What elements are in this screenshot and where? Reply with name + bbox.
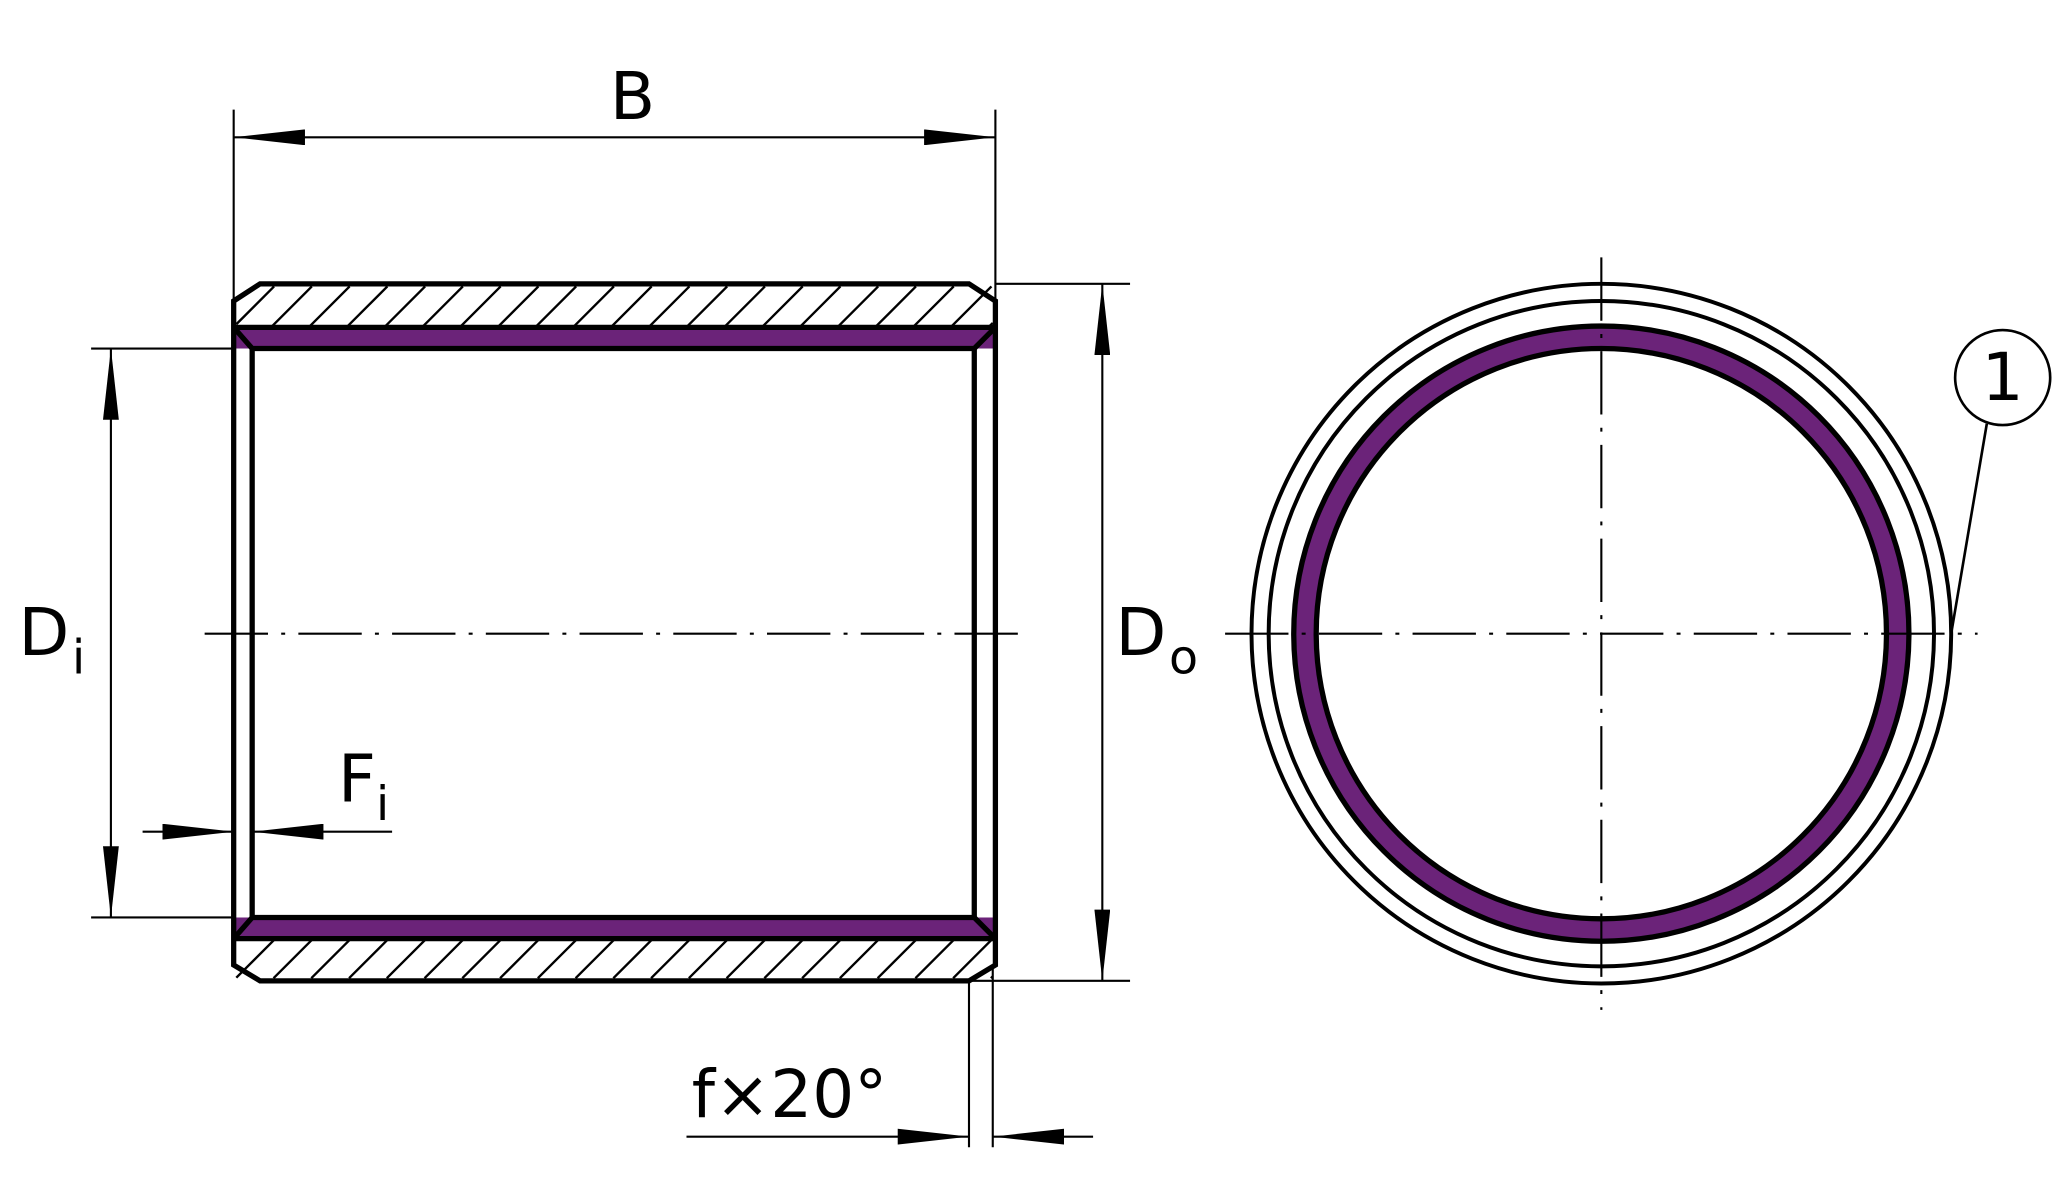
hatch-line	[799, 285, 842, 327]
hatch-line	[762, 285, 804, 327]
bushing-outline	[231, 281, 999, 984]
dimension-Di: Di	[18, 347, 234, 919]
hatch-line	[650, 939, 691, 980]
liner-top	[233, 327, 996, 349]
hatch-line	[385, 939, 426, 980]
label-Fi: Fi	[338, 740, 389, 831]
hatch-line	[686, 285, 728, 327]
liner-bottom-outline	[231, 914, 998, 942]
hatch-line	[422, 285, 464, 327]
front-view: 1	[1225, 257, 2052, 1010]
hatch-line	[346, 285, 389, 327]
label-Di: Di	[18, 594, 85, 685]
hatch-line	[648, 285, 691, 327]
label-B: B	[610, 58, 655, 135]
hatch-line	[310, 939, 351, 980]
callout-circle	[1953, 328, 2052, 427]
dimension-Do: Do	[968, 282, 1199, 982]
hatch-line	[384, 285, 426, 327]
hatch-line	[688, 939, 728, 980]
hatch-line	[876, 939, 917, 980]
hatch-line	[724, 285, 766, 327]
hatch-line	[272, 939, 313, 980]
hatch-line	[725, 939, 766, 980]
hatch-line	[913, 285, 955, 327]
hatch-line	[611, 285, 653, 327]
dimension-f: f×20°	[686, 965, 1094, 1148]
dimension-Fi: Fi	[142, 740, 393, 840]
side-section-view	[204, 281, 1024, 984]
hatch-line	[952, 939, 993, 980]
dimension-B: B	[232, 58, 997, 301]
hatch-line	[535, 285, 577, 327]
hatch-line	[499, 939, 540, 980]
callout-number: 1	[1982, 339, 2024, 416]
liner-bottom	[233, 917, 996, 939]
hatch-line	[612, 939, 653, 980]
hatch-line	[309, 285, 351, 327]
hatch-line	[348, 939, 389, 980]
hatch-line	[914, 939, 955, 980]
hatch-line	[875, 285, 917, 327]
hatch-line	[235, 285, 275, 326]
hatch-line	[801, 939, 842, 980]
label-Do: Do	[1116, 594, 1199, 685]
hatch-line	[763, 939, 804, 980]
callout-leader	[1949, 423, 1989, 634]
liner-top-outline	[231, 324, 998, 352]
hatch-line	[461, 939, 502, 980]
hatch-line	[497, 285, 540, 327]
hatch-pattern	[235, 285, 994, 980]
hatch-line	[460, 285, 502, 327]
hatch-line	[574, 939, 615, 980]
hatch-line	[839, 939, 880, 980]
hatch-line	[271, 285, 313, 327]
hatch-line	[536, 939, 577, 980]
hatch-line	[837, 285, 880, 327]
hatch-line	[573, 285, 615, 327]
label-f-x-20: f×20°	[692, 1056, 888, 1133]
hatch-line	[423, 939, 464, 980]
